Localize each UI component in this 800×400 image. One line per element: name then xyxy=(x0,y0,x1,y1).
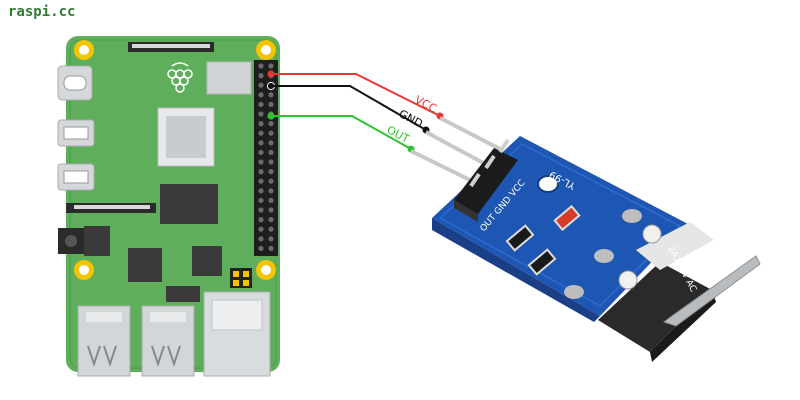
gpio-pin xyxy=(258,92,264,98)
gpio-pin xyxy=(268,159,274,165)
soc-chip xyxy=(157,107,215,167)
gpio-pin xyxy=(268,149,274,155)
audio-jack xyxy=(58,226,110,256)
gpio-pin xyxy=(258,159,264,165)
usb-a-port-1 xyxy=(77,305,131,377)
gpio-pin xyxy=(268,197,274,203)
gpio-header xyxy=(254,60,278,256)
gpio-pin xyxy=(258,130,264,136)
gpio-pin xyxy=(268,207,274,213)
solder-pad-1 xyxy=(622,209,642,223)
mount-hole-bottom-right xyxy=(256,260,276,280)
poe-header xyxy=(230,268,252,288)
gpio-pin xyxy=(268,140,274,146)
solder-pad-2 xyxy=(594,249,614,263)
gpio-pin xyxy=(268,236,274,242)
usb-a-port-2 xyxy=(141,305,195,377)
gpio-pin xyxy=(268,101,274,107)
gpio-pin xyxy=(258,111,264,117)
module-mount-hole xyxy=(537,175,559,193)
gpio-pin xyxy=(268,130,274,136)
gpio-pin xyxy=(258,82,264,88)
raspberry-logo xyxy=(167,62,193,93)
gpio-pin xyxy=(268,188,274,194)
gpio-pin xyxy=(268,169,274,175)
smd-led xyxy=(553,204,581,232)
wires xyxy=(271,73,444,153)
gpio-pin xyxy=(258,245,264,251)
mount-hole-top-right xyxy=(256,40,276,60)
usb-controller-chip xyxy=(128,248,162,282)
gpio-pin xyxy=(268,92,274,98)
gpio-pin xyxy=(268,217,274,223)
gpio-pin xyxy=(258,217,264,223)
gpio-pin xyxy=(258,169,264,175)
watermark: raspi.cc xyxy=(8,4,76,20)
gpio-pin xyxy=(258,140,264,146)
limit-switch-module: OUT GND VCC YL-99 2A125V AC xyxy=(410,116,761,362)
gpio-pin xyxy=(268,121,274,127)
gpio-pin xyxy=(258,149,264,155)
gpio-pin xyxy=(258,188,264,194)
small-chip xyxy=(166,286,200,302)
usb-c-port xyxy=(57,65,93,101)
gpio-pin xyxy=(258,178,264,184)
gpio-pin xyxy=(258,101,264,107)
label-vcc: VCC xyxy=(413,93,440,115)
solder-pad-3 xyxy=(564,285,584,299)
gpio-pin xyxy=(258,226,264,232)
gpio-pin xyxy=(258,207,264,213)
gpio-pin xyxy=(258,236,264,242)
gpio-pin xyxy=(268,245,274,251)
ram-chip xyxy=(160,184,218,224)
wire-gnd xyxy=(271,85,427,131)
mount-hole-bottom-left xyxy=(74,260,94,280)
gpio-pin xyxy=(268,178,274,184)
gpio-pin xyxy=(268,226,274,232)
gpio-pin xyxy=(258,197,264,203)
gpio-pin xyxy=(258,73,264,79)
switch-lever xyxy=(662,255,761,327)
gpio-pin xyxy=(258,121,264,127)
label-gnd: GND xyxy=(397,107,425,130)
raspberry-pi-board xyxy=(57,36,280,377)
micro-hdmi-port-1 xyxy=(57,163,95,191)
wifi-chip xyxy=(206,61,252,95)
micro-hdmi-port-0 xyxy=(57,119,95,147)
smd-resistor-1 xyxy=(505,224,535,252)
gpio-pin xyxy=(258,63,264,69)
smd-resistor-2 xyxy=(527,248,557,276)
wire-vcc xyxy=(271,73,441,117)
gpio-pin xyxy=(268,63,274,69)
wire-out xyxy=(271,115,412,150)
module-pin-header xyxy=(454,138,518,222)
ethernet-port xyxy=(203,291,271,377)
mount-hole-top-left xyxy=(74,40,94,60)
ethernet-controller-chip xyxy=(192,246,222,276)
